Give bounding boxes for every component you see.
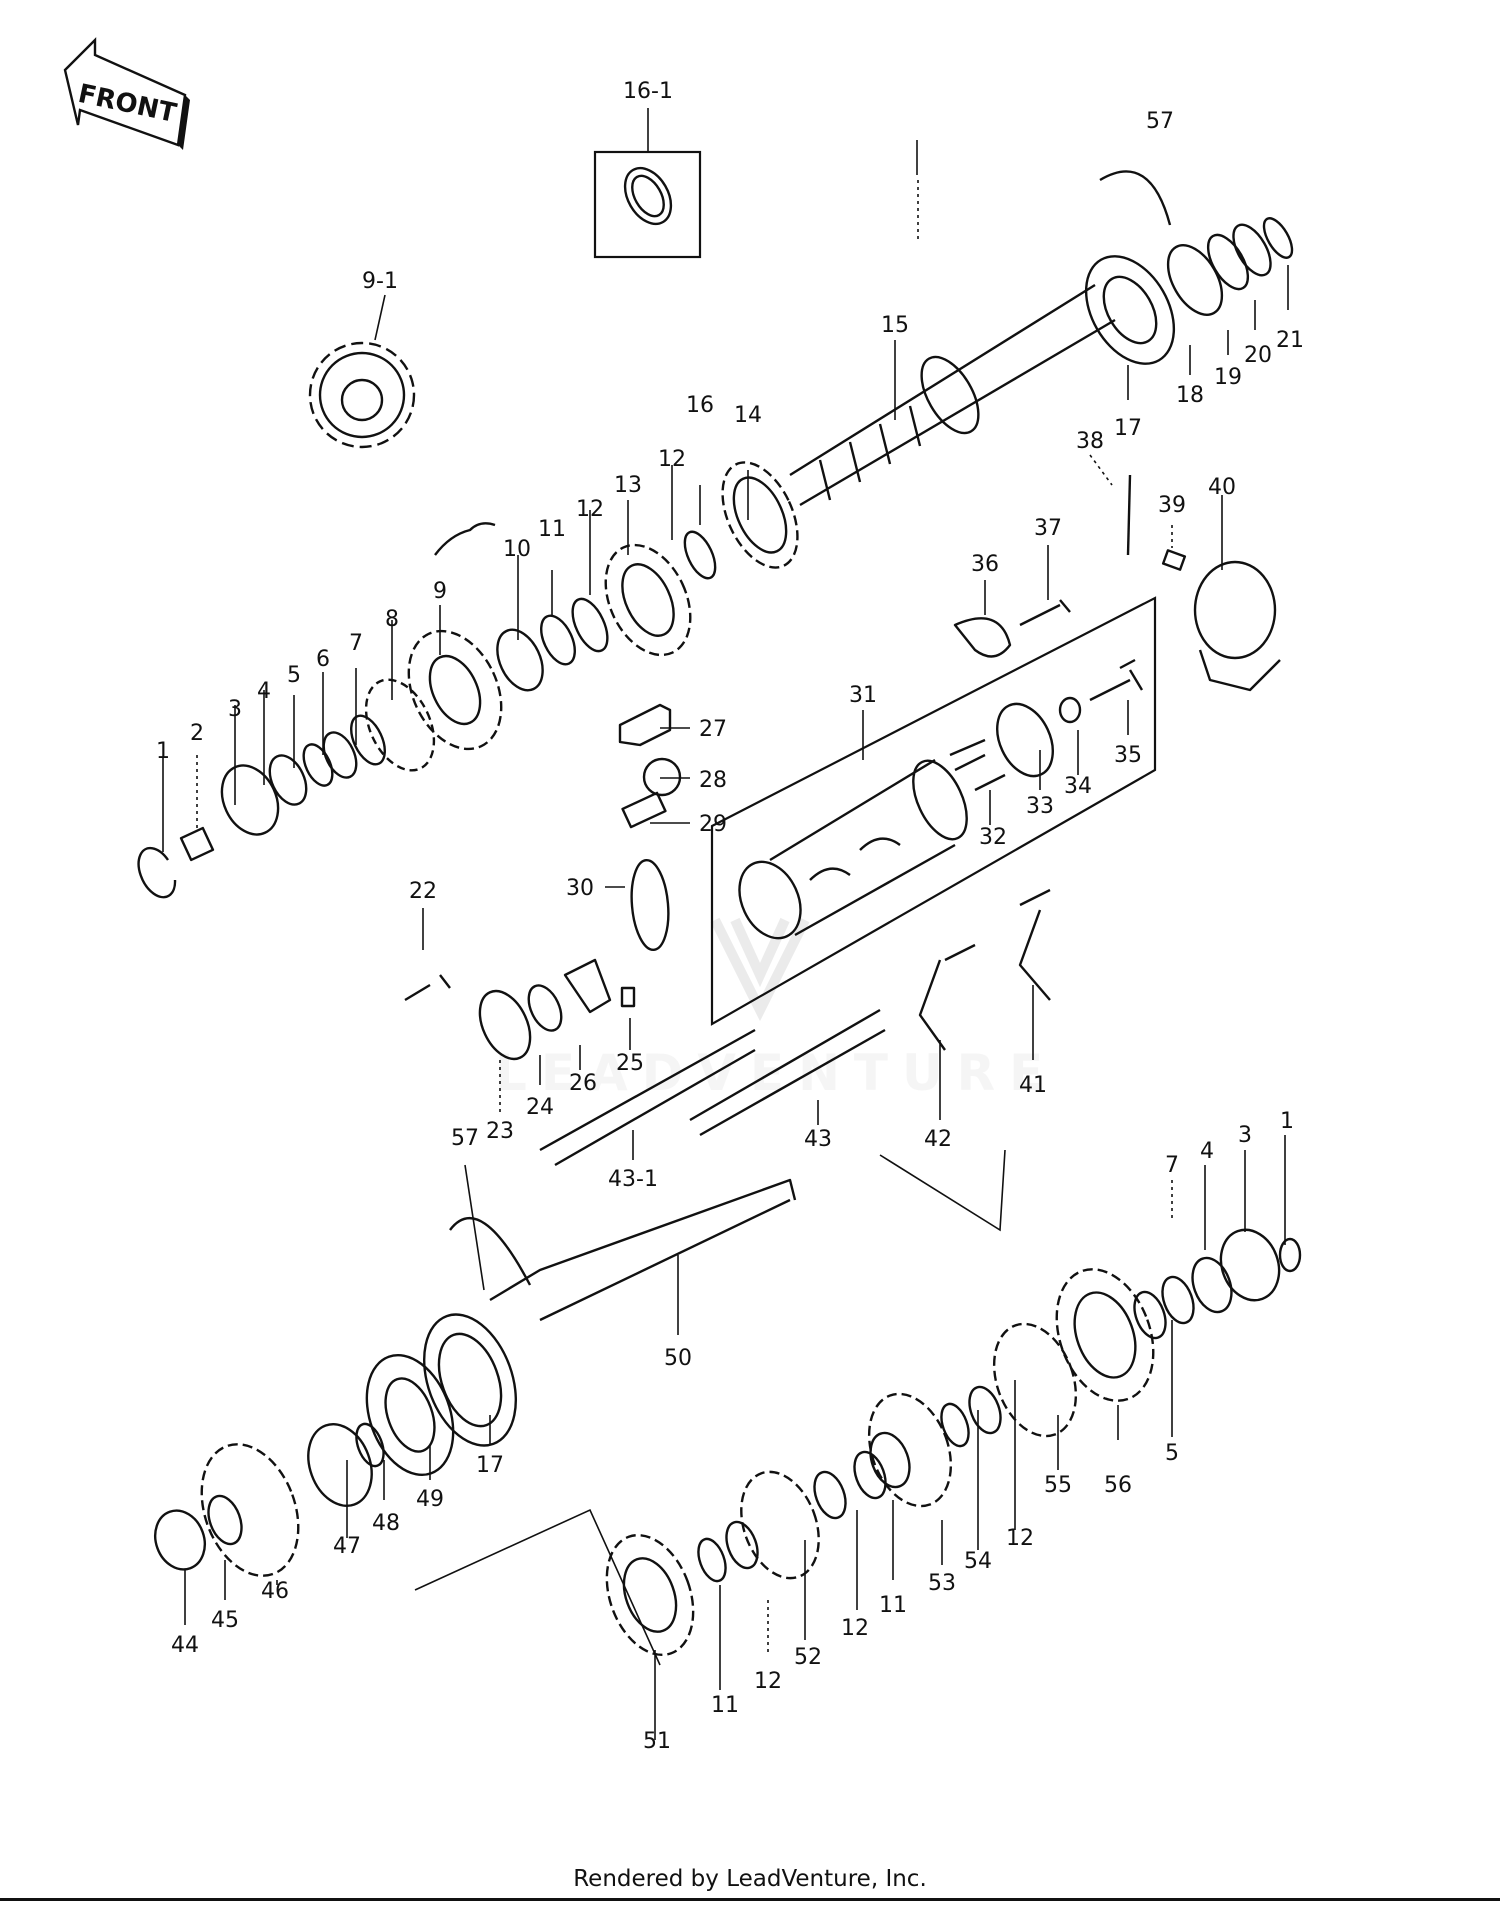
callout-35: 35 bbox=[1114, 743, 1142, 768]
shift-drum-assembly bbox=[404, 474, 1281, 1167]
callout-32: 32 bbox=[979, 825, 1007, 850]
callout-3-lower: 3 bbox=[1238, 1123, 1252, 1148]
callout-16: 16 bbox=[686, 393, 714, 418]
countershaft-assembly bbox=[137, 170, 1294, 899]
footer-credit: Rendered by LeadVenture, Inc. bbox=[573, 1866, 927, 1892]
callout-9: 9 bbox=[433, 579, 447, 604]
callout-3-upper: 3 bbox=[228, 697, 242, 722]
callout-29: 29 bbox=[699, 812, 727, 837]
callout-16-1: 16-1 bbox=[623, 79, 673, 104]
callout-19: 19 bbox=[1214, 365, 1242, 390]
part-16-1-inset bbox=[593, 108, 702, 259]
callout-25: 25 bbox=[616, 1051, 644, 1076]
callout-15: 15 bbox=[881, 313, 909, 338]
callout-43: 43 bbox=[804, 1127, 832, 1152]
callout-6: 6 bbox=[316, 647, 330, 672]
callout-13: 13 bbox=[614, 473, 642, 498]
callout-50: 50 bbox=[664, 1346, 692, 1371]
callout-45: 45 bbox=[211, 1608, 239, 1633]
callout-52: 52 bbox=[794, 1645, 822, 1670]
callout-18: 18 bbox=[1176, 383, 1204, 408]
leader-lines bbox=[162, 140, 1289, 1740]
callout-40: 40 bbox=[1208, 475, 1236, 500]
front-direction-arrow: FRONT bbox=[63, 37, 190, 150]
callout-55: 55 bbox=[1044, 1473, 1072, 1498]
callout-7-lower: 7 bbox=[1165, 1153, 1179, 1178]
callout-21: 21 bbox=[1276, 328, 1304, 353]
callout-11-upper: 11 bbox=[538, 517, 566, 542]
callout-labels: 16-1 9-1 57 15 16 14 13 12 12 11 10 9 8 … bbox=[156, 79, 1304, 1754]
callout-12-upper-b: 12 bbox=[576, 497, 604, 522]
callout-17-upper: 17 bbox=[1114, 416, 1142, 441]
callout-9-1: 9-1 bbox=[362, 269, 398, 294]
callout-11-lower-b: 11 bbox=[711, 1693, 739, 1718]
callout-27: 27 bbox=[699, 717, 727, 742]
callout-38: 38 bbox=[1076, 429, 1104, 454]
callout-57-upper: 57 bbox=[1146, 109, 1174, 134]
callout-49: 49 bbox=[416, 1487, 444, 1512]
footer-divider bbox=[0, 1898, 1500, 1901]
callout-28: 28 bbox=[699, 768, 727, 793]
callout-26: 26 bbox=[569, 1071, 597, 1096]
callout-5-lower: 5 bbox=[1165, 1441, 1179, 1466]
callout-7-upper: 7 bbox=[349, 631, 363, 656]
callout-46: 46 bbox=[261, 1579, 289, 1604]
callout-41: 41 bbox=[1019, 1073, 1047, 1098]
callout-12-lower-b: 12 bbox=[841, 1616, 869, 1641]
callout-34: 34 bbox=[1064, 774, 1092, 799]
callout-10: 10 bbox=[503, 537, 531, 562]
callout-12-upper-a: 12 bbox=[658, 447, 686, 472]
callout-53: 53 bbox=[928, 1571, 956, 1596]
callout-33: 33 bbox=[1026, 794, 1054, 819]
callout-2: 2 bbox=[190, 721, 204, 746]
mainshaft-assembly bbox=[154, 1149, 1302, 1666]
callout-17-lower: 17 bbox=[476, 1453, 504, 1478]
callout-12-lower-a: 12 bbox=[1006, 1526, 1034, 1551]
callout-1-upper: 1 bbox=[156, 739, 170, 764]
callout-54: 54 bbox=[964, 1549, 992, 1574]
callout-22: 22 bbox=[409, 879, 437, 904]
callout-57-lower: 57 bbox=[451, 1126, 479, 1151]
callout-30: 30 bbox=[566, 876, 594, 901]
gear-9-1 bbox=[308, 294, 416, 449]
callout-24: 24 bbox=[526, 1095, 554, 1120]
callout-23: 23 bbox=[486, 1119, 514, 1144]
callout-8: 8 bbox=[385, 607, 399, 632]
callout-47: 47 bbox=[333, 1534, 361, 1559]
callout-4-lower: 4 bbox=[1200, 1139, 1214, 1164]
callout-44: 44 bbox=[171, 1633, 199, 1658]
callout-1-lower: 1 bbox=[1280, 1109, 1294, 1134]
callout-51: 51 bbox=[643, 1729, 671, 1754]
callout-11-lower-a: 11 bbox=[879, 1593, 907, 1618]
callout-48: 48 bbox=[372, 1511, 400, 1536]
callout-12-lower-c: 12 bbox=[754, 1669, 782, 1694]
callout-39: 39 bbox=[1158, 493, 1186, 518]
callout-5-upper: 5 bbox=[287, 663, 301, 688]
callout-14: 14 bbox=[734, 403, 762, 428]
callout-43-1: 43-1 bbox=[608, 1167, 658, 1192]
callout-42: 42 bbox=[924, 1127, 952, 1152]
callout-31: 31 bbox=[849, 683, 877, 708]
callout-20: 20 bbox=[1244, 343, 1272, 368]
callout-37: 37 bbox=[1034, 516, 1062, 541]
callout-36: 36 bbox=[971, 552, 999, 577]
callout-4-upper: 4 bbox=[257, 679, 271, 704]
callout-56: 56 bbox=[1104, 1473, 1132, 1498]
